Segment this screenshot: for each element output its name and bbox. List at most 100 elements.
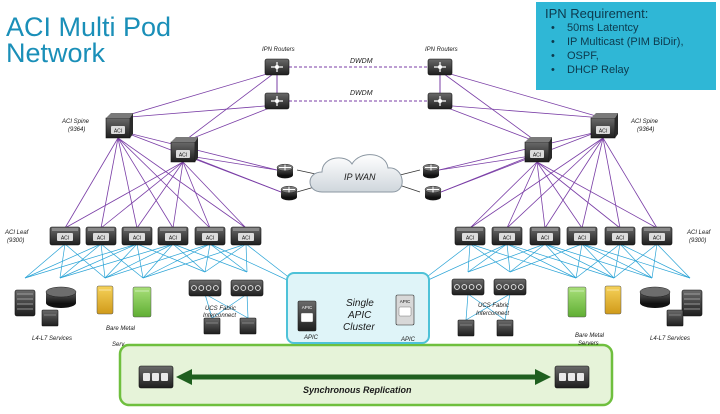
access-link [467, 243, 546, 273]
aci-badge-bg [238, 233, 254, 241]
fabric-body [493, 278, 527, 296]
spine-leaf-link [536, 161, 546, 229]
access-link [469, 243, 511, 273]
storage-disk [559, 373, 566, 381]
apic-cluster-title-3: Cluster [343, 322, 375, 333]
fabric-port [191, 285, 197, 291]
server-icon: APIC [395, 294, 415, 326]
router-icon [264, 58, 290, 76]
access-link [619, 243, 691, 279]
spine-leaf-link [172, 161, 184, 229]
spine-leaf-link [536, 161, 658, 229]
switch-icon: ACI [566, 226, 598, 246]
fabric-port [454, 284, 460, 290]
spine-top [591, 113, 618, 118]
access-link [100, 243, 106, 279]
spine-leaf-link [64, 137, 119, 229]
requirement-item: •OSPF, [551, 50, 599, 62]
ucs-link [465, 293, 469, 321]
spine-wan-link [188, 155, 278, 171]
apic-label-right: APIC [400, 337, 416, 343]
spine-leaf-link [182, 161, 211, 229]
interconnect-label-left: Interconnect [203, 313, 236, 319]
spine-ipn-link [439, 104, 604, 119]
aci-badge-text: ACI [169, 236, 177, 242]
router-icon [280, 185, 298, 201]
aci-badge-bg [165, 233, 181, 241]
requirement-item: •50ms Latentcy [551, 22, 639, 34]
ucs-link [204, 293, 213, 319]
l4l7-services-label-left: L4-L7 Services [32, 336, 72, 342]
access-link [209, 243, 248, 273]
firewall-body [681, 289, 703, 317]
access-link [204, 243, 211, 273]
storage-disk [143, 373, 150, 381]
firewall-body [14, 289, 36, 317]
server-body [96, 285, 114, 315]
apic-label-left: APIC [303, 335, 319, 341]
access-link [136, 243, 144, 279]
fabric-port [476, 284, 482, 290]
switch-icon: ACI [85, 226, 117, 246]
cloud-shape [309, 154, 403, 193]
spine-top [525, 137, 552, 142]
spine-wan-link [123, 131, 278, 171]
spine-leaf-link [117, 137, 247, 229]
switch-top [88, 228, 114, 231]
aci-badge-text: ACI [578, 236, 586, 242]
router-arrows [427, 186, 439, 193]
switch-icon: ACI [157, 226, 189, 246]
fabric-port [461, 284, 468, 290]
spine-leaf-link [602, 137, 658, 229]
switch-icon [451, 278, 485, 296]
switch-icon [230, 279, 264, 297]
ucs-link [246, 293, 249, 319]
server-icon [666, 309, 684, 327]
load-balancer-icon [639, 286, 671, 308]
access-link [544, 243, 615, 279]
ucs-fabric-label-right: UCS Fabric [478, 303, 509, 309]
switch-icon: ACI [529, 226, 561, 246]
spine-side [130, 113, 133, 138]
page-title: ACI Multi Pod Network [6, 14, 236, 67]
requirement-item: •IP Multicast (PIM BiDir), [551, 36, 684, 48]
switch-top [457, 228, 483, 231]
switch-icon: ACI [194, 226, 226, 246]
storage-disk [152, 373, 159, 381]
access-link [100, 243, 144, 279]
router-icon [264, 92, 290, 110]
ipn-router-hub [275, 65, 279, 69]
spine-leaf-link [536, 161, 621, 229]
aci-leaf-label-right: ACI Leaf [686, 230, 712, 236]
aci-badge-bg [596, 126, 610, 134]
l4l7-services-label-right: L4-L7 Services [650, 336, 690, 342]
storage-disk [161, 373, 168, 381]
access-link [613, 243, 621, 279]
aci-badge-text: ACI [616, 236, 624, 242]
spine-wan-link [188, 155, 282, 193]
switch-icon: ACI [604, 226, 636, 246]
access-link [467, 243, 508, 273]
rack-server-body [496, 319, 514, 337]
fabric-port [496, 284, 502, 290]
switch-icon [493, 278, 527, 296]
fabric-port [213, 285, 219, 291]
switch-icon: ACI [454, 226, 486, 246]
access-link [414, 243, 508, 287]
aci-badge-bg [462, 233, 478, 241]
aci-badge-bg [129, 233, 145, 241]
access-link [64, 243, 106, 279]
access-link [142, 243, 247, 279]
access-link [509, 243, 583, 273]
rack-server-body [666, 309, 684, 327]
spine-leaf-link [117, 137, 211, 229]
ucs-link [465, 293, 511, 321]
firewall-icon [681, 289, 703, 317]
ucs-link [211, 293, 248, 319]
router-body [423, 167, 439, 175]
router-arrows [279, 164, 291, 171]
rack-server-body [239, 317, 257, 335]
switch-icon: ACI [105, 113, 133, 139]
ipn-requirements-list: •50ms Latentcy •IP Multicast (PIM BiDir)… [545, 21, 707, 77]
